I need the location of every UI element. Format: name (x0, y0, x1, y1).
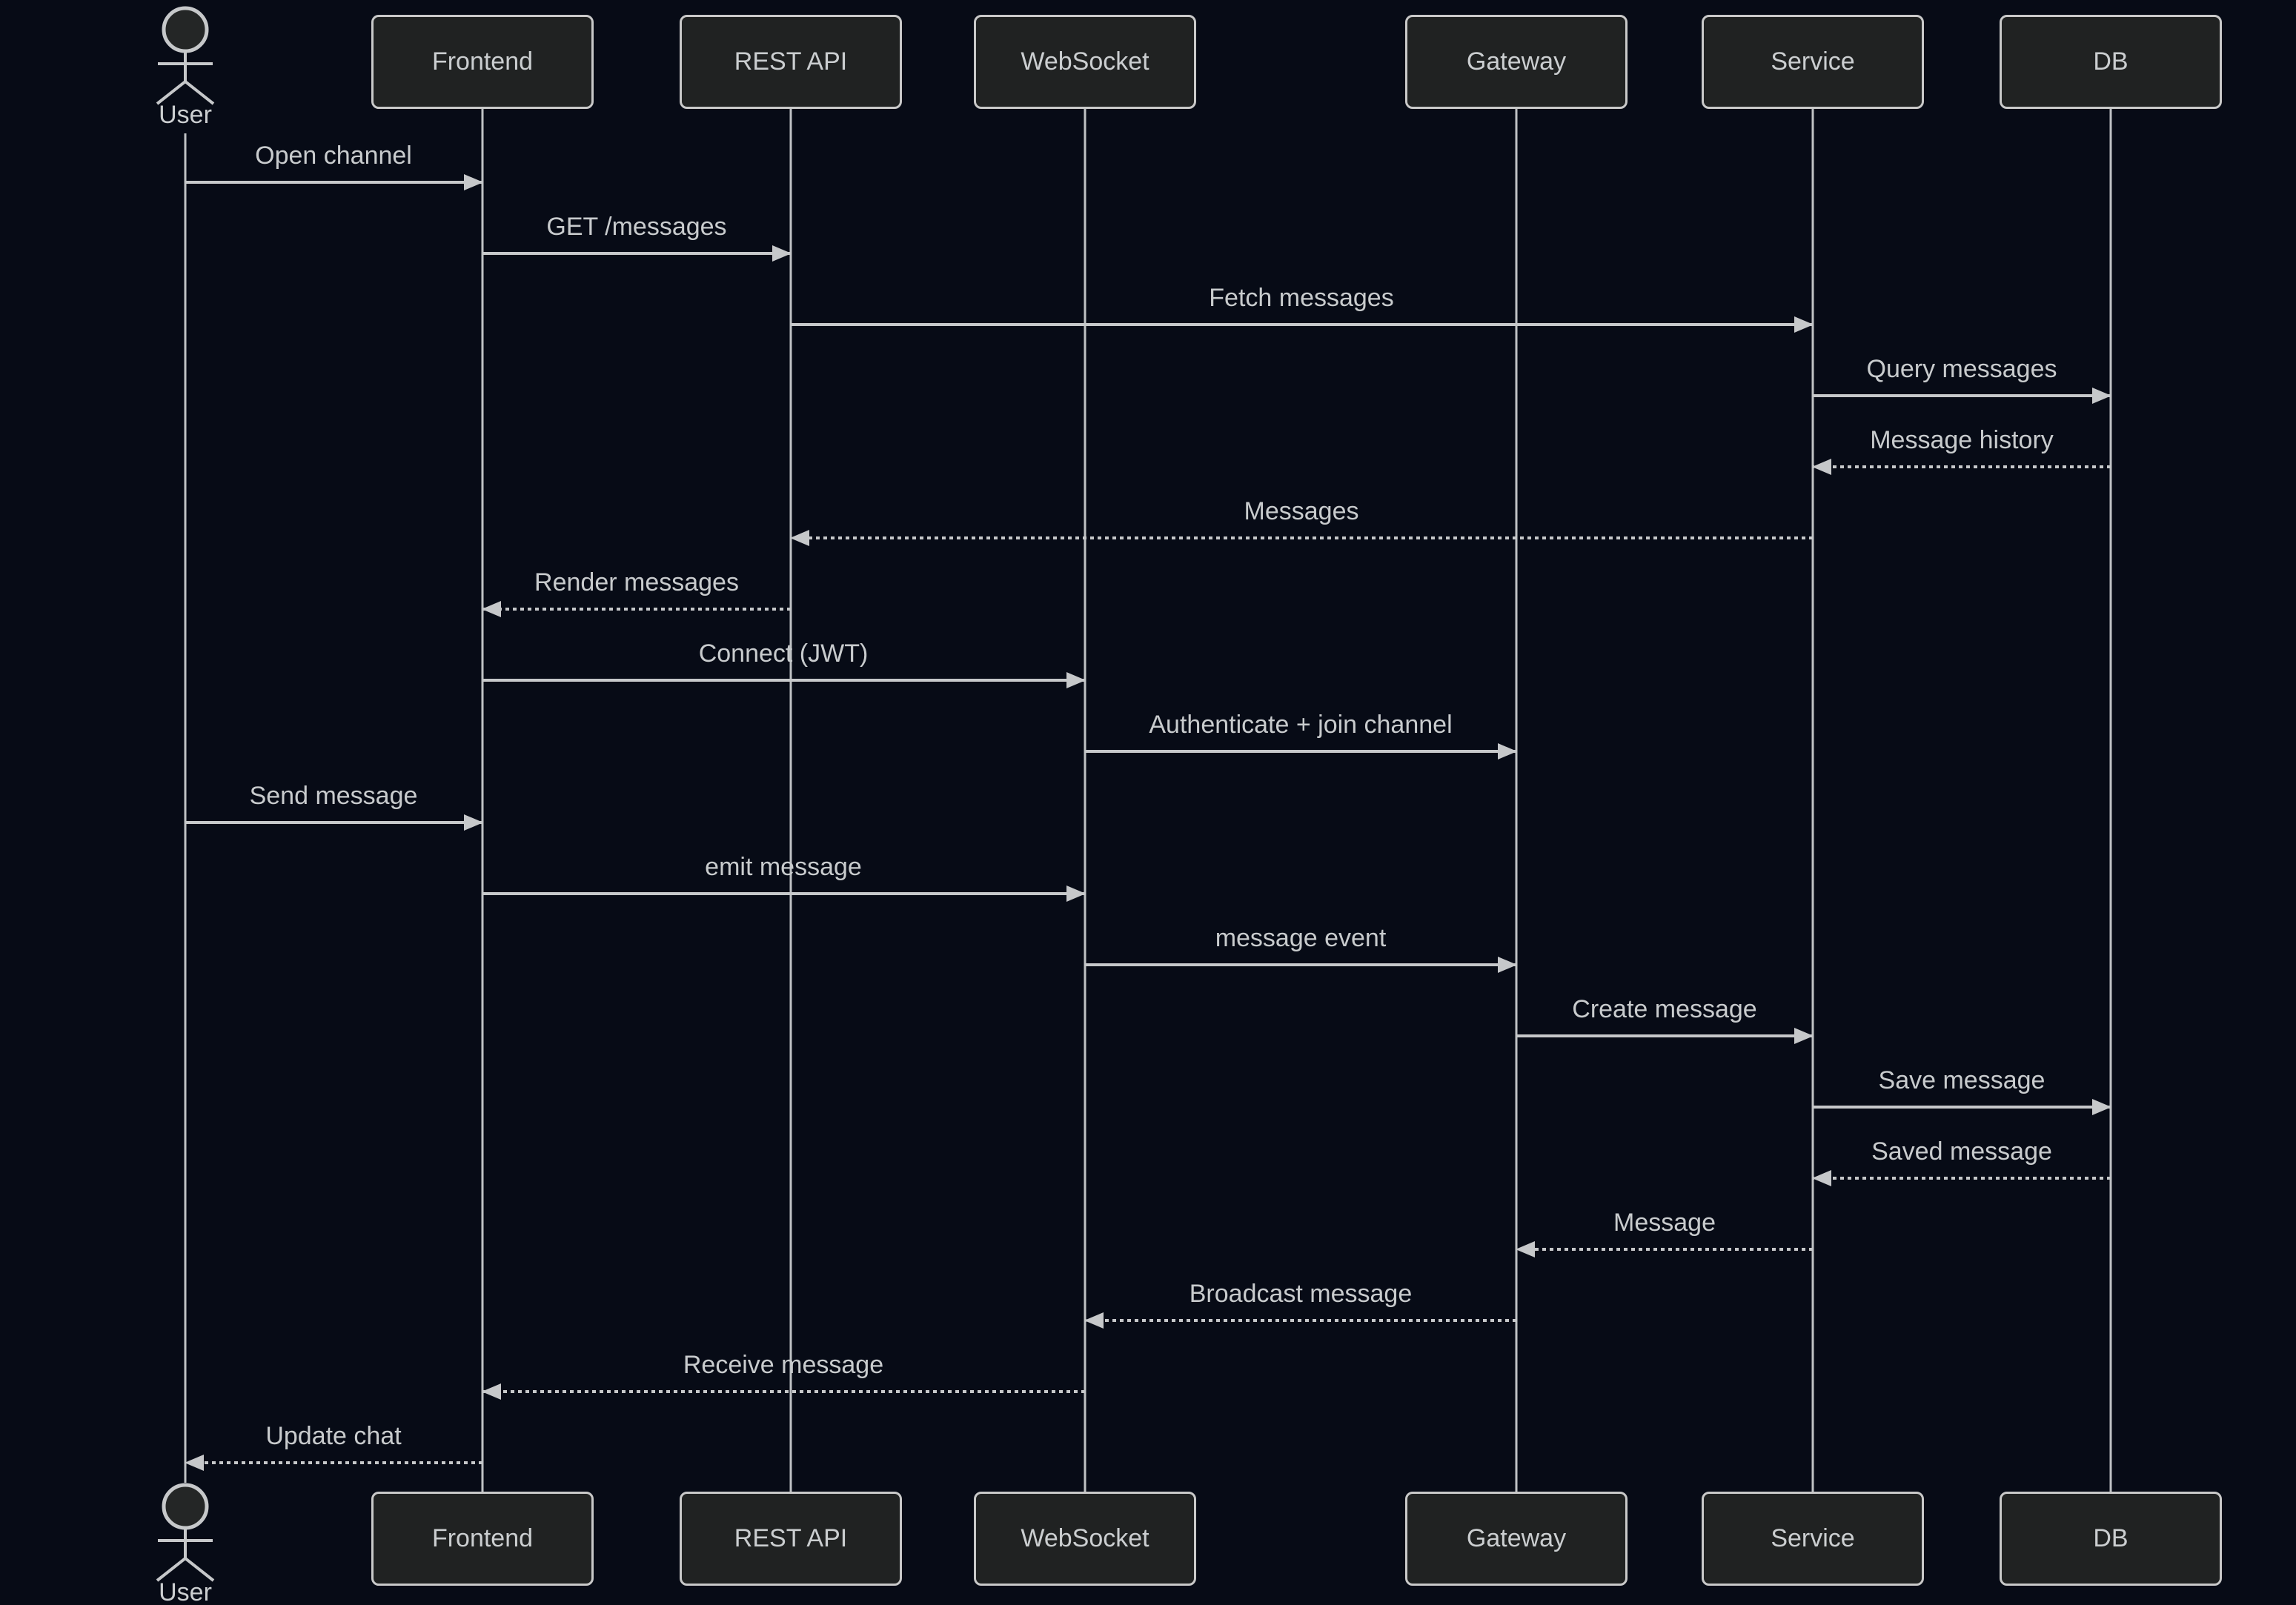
message-label-connect-jwt: Connect (JWT) (698, 639, 869, 668)
message-label-query-messages: Query messages (1866, 355, 2057, 383)
message-label-get-messages: GET /messages (546, 213, 727, 241)
participant-box-frontend-top: Frontend (371, 15, 594, 109)
actor-label-user-top: User (159, 101, 212, 129)
participant-box-service-top: Service (1702, 15, 1924, 109)
participant-box-db-top: DB (2000, 15, 2222, 109)
participant-label: Service (1771, 1524, 1855, 1552)
message-label-receive-message: Receive message (683, 1351, 884, 1379)
participant-box-websocket-top: WebSocket (974, 15, 1196, 109)
participant-label: REST API (734, 1524, 848, 1552)
message-label-open-channel: Open channel (255, 142, 412, 170)
message-label-message-history: Message history (1870, 426, 2054, 454)
user-actor-icon-top (156, 6, 215, 105)
participant-label: DB (2093, 1524, 2129, 1552)
participant-label: REST API (734, 47, 848, 76)
participant-box-rest-api-bottom: REST API (680, 1492, 902, 1586)
participant-label: WebSocket (1021, 47, 1149, 76)
message-label-messages: Messages (1244, 497, 1359, 525)
user-actor-icon-bottom (156, 1483, 215, 1582)
participant-box-gateway-bottom: Gateway (1405, 1492, 1628, 1586)
message-label-send-message: Send message (249, 782, 418, 810)
message-label-message: Message (1613, 1209, 1716, 1237)
participant-box-websocket-bottom: WebSocket (974, 1492, 1196, 1586)
message-label-saved-message: Saved message (1871, 1137, 2052, 1166)
message-label-emit-message: emit message (705, 853, 862, 881)
participant-label: Frontend (431, 1524, 534, 1552)
message-label-update-chat: Update chat (265, 1422, 402, 1450)
participant-box-db-bottom: DB (2000, 1492, 2222, 1586)
message-label-broadcast-message: Broadcast message (1189, 1280, 1413, 1308)
participant-label: Frontend (431, 47, 534, 76)
message-label-authenticate-join: Authenticate + join channel (1149, 711, 1453, 739)
message-label-fetch-messages: Fetch messages (1209, 284, 1394, 312)
message-label-create-message: Create message (1572, 995, 1757, 1023)
participant-label: WebSocket (1021, 1524, 1149, 1552)
participant-box-gateway-top: Gateway (1405, 15, 1628, 109)
participant-label: Gateway (1466, 1524, 1567, 1552)
message-label-save-message: Save message (1878, 1066, 2046, 1094)
participant-label: Service (1771, 47, 1855, 76)
participant-label: Gateway (1466, 47, 1567, 76)
participant-box-rest-api-top: REST API (680, 15, 902, 109)
actor-label-user-bottom: User (159, 1578, 212, 1605)
message-label-render-messages: Render messages (534, 568, 739, 597)
participant-box-frontend-bottom: Frontend (371, 1492, 594, 1586)
participant-label: DB (2093, 47, 2129, 76)
message-label-message-event: message event (1215, 924, 1387, 952)
participant-box-service-bottom: Service (1702, 1492, 1924, 1586)
